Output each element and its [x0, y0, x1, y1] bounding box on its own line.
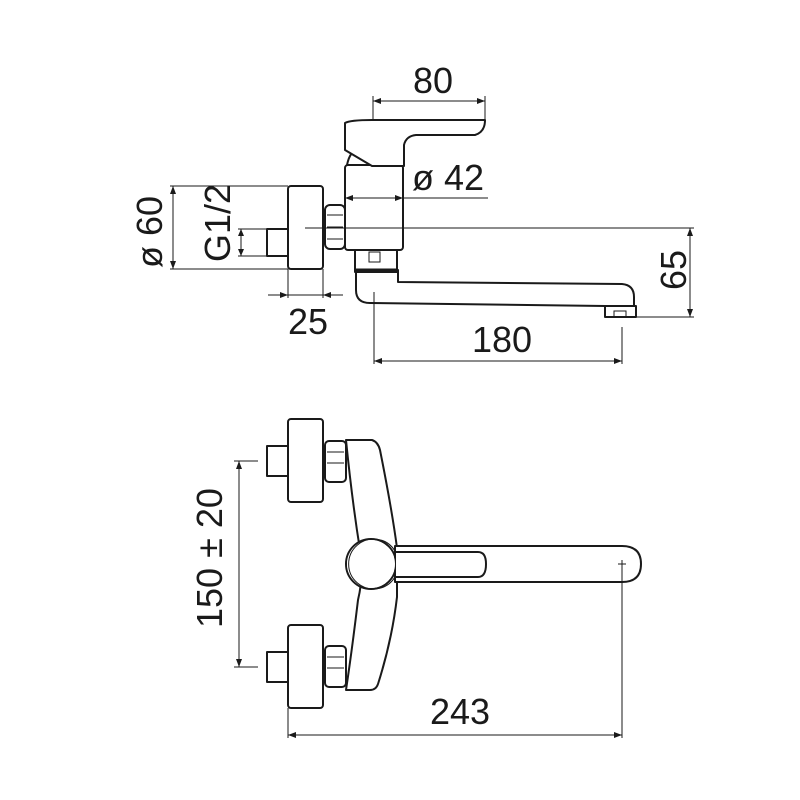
- dim-total-projection: 243: [430, 691, 490, 732]
- dim-flange-diameter: ø 60: [129, 196, 170, 268]
- collar-notch: [368, 251, 381, 263]
- wall-flange-top-upper: [287, 418, 324, 503]
- inlet-stub-top-lower: [266, 651, 289, 683]
- wall-flange-top-lower: [287, 624, 324, 709]
- hex-nut-top-upper: [324, 440, 347, 483]
- dim-spout-height: 65: [653, 250, 694, 290]
- top-view: [266, 418, 642, 709]
- inlet-stub-side: [266, 228, 289, 257]
- mixer-body-side: [344, 164, 404, 251]
- dim-flange-depth: 25: [288, 301, 328, 342]
- spout-side: [355, 269, 635, 315]
- inlet-stub-top-upper: [266, 445, 289, 477]
- hex-nut-top-lower: [324, 645, 347, 688]
- dim-inlet-thread: G1/2: [197, 184, 238, 262]
- dim-inlet-spacing: 150 ± 20: [189, 488, 230, 628]
- dim-lever-length: 80: [413, 60, 453, 101]
- lever-arm-top: [394, 551, 487, 578]
- top-view-dimensions: 150 ± 20 243: [189, 460, 623, 738]
- side-view-dimensions: 80 ø 42 ø 60 G1/2 25 180: [129, 60, 694, 364]
- dim-body-diameter: ø 42: [412, 157, 484, 198]
- aerator-detail: [613, 310, 627, 318]
- lever-handle-side: [344, 119, 486, 167]
- side-view: [266, 119, 637, 318]
- dim-spout-reach: 180: [472, 319, 532, 360]
